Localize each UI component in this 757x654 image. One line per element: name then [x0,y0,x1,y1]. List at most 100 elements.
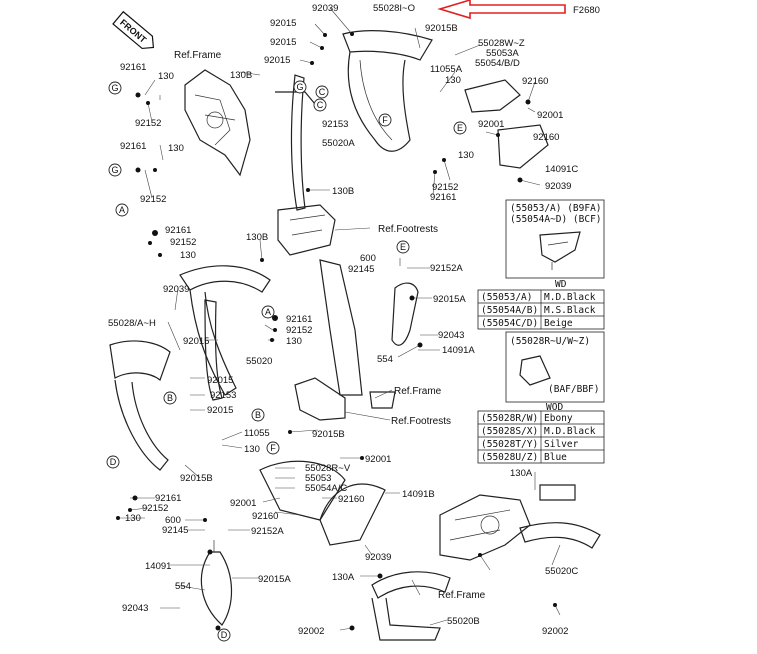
color-table-baf: (55028R~U/W~Z) (BAF/BBF) WOD (55028R/W) … [477,331,605,464]
part-55053: 55053 [305,473,331,484]
part-55028-top: 55028I~O [373,3,415,14]
table1-title: WD [555,279,567,290]
part-92145-l: 92145 [162,525,188,536]
part-92160-m: 92160 [338,494,364,505]
part-130B-1: 130B [230,70,252,81]
callout-b1: B [167,393,173,403]
table2-header: (55028R~U/W~Z) [510,336,590,347]
part-130-l3: 130 [244,444,260,455]
side-cover-right-shape [391,282,419,346]
table1-row2-code: (55054A/B) [481,305,538,316]
part-92015B-m: 92015B [312,429,345,440]
part-14091C: 14091C [545,164,578,175]
callout-c1: C [319,87,326,97]
callout-d2: D [221,630,228,640]
table2-row1-color: Ebony [544,413,573,424]
part-92152-a: 92152 [170,237,196,248]
mount-mid-shape [294,377,396,421]
table1-row3-code: (55054C/D) [481,318,538,329]
table2-row3-color: Silver [544,439,579,450]
front-direction-icon: FRONT [112,10,155,50]
callout-circles: G G G C C F E A E A B B D D F [106,80,467,642]
part-92160-r1: 92160 [522,76,548,87]
callout-g3: G [296,82,303,92]
part-130-l4: 130 [125,513,141,524]
part-130A-r: 130A [510,468,533,479]
table2-title: WOD [546,402,563,413]
ref-frame-bottom: Ref.Frame [438,590,486,601]
part-92161-r: 92161 [430,192,456,203]
part-92015-l2: 92015 [207,375,233,386]
part-55053A: 55053A [486,48,519,59]
part-130-l2: 130 [168,143,184,154]
part-14091B: 14091B [402,489,435,500]
table1-row1-code: (55053/A) [481,292,532,303]
part-92015B-top: 92015B [425,23,458,34]
callout-b2: B [255,410,261,420]
part-55054AC: 55054A/C [305,483,347,494]
frame-bottom-shape [439,494,531,561]
part-92015A-l: 92015A [258,574,291,585]
callout-c2: C [317,100,324,110]
part-55054BD: 55054/B/D [475,58,520,69]
windshield-top-shape [342,30,433,152]
part-130-l1: 130 [158,71,174,82]
part-55020A: 55020A [322,138,355,149]
mount-top-shape [277,204,336,256]
red-arrow-icon [437,0,566,20]
guard-left-shape [109,265,271,471]
part-55020C: 55020C [545,566,578,577]
part-92001-m2: 92001 [230,498,256,509]
part-55020: 55020 [246,356,272,367]
part-130-r2: 130 [458,150,474,161]
part-130-r1: 130 [445,75,461,86]
part-92145-r: 92145 [348,264,374,275]
callout-f1: F [382,115,388,125]
leader-lines [118,7,561,631]
part-130-m: 130 [286,336,302,347]
side-cover-top-shape [464,79,549,169]
callout-d1: D [110,457,117,467]
part-92152A-l: 92152A [251,526,284,537]
part-14091A: 14091A [442,345,475,356]
part-11055: 11055 [244,428,270,439]
part-92001-r2: 92001 [478,119,504,130]
part-92015-2: 92015 [270,37,296,48]
callout-a1: A [119,205,125,215]
callout-g1: G [111,83,118,93]
part-92152-l1: 92152 [135,118,161,129]
part-92015-3: 92015 [264,55,290,66]
part-130B-2: 130B [332,186,354,197]
table1-row3-color: Beige [544,318,573,329]
part-92161-l2: 92161 [120,141,146,152]
ref-frame-top: Ref.Frame [174,50,222,61]
table2-row4-code: (55028U/Z) [481,452,538,463]
callout-e2: E [400,242,406,252]
part-92039-r: 92039 [545,181,571,192]
part-92160-m2: 92160 [252,511,278,522]
part-labels: F2680 92039 55028I~O 92015 92015 92015 9… [108,3,600,637]
side-cover-mid-shape [259,460,386,546]
part-55028AH: 55028/A~H [108,318,156,329]
part-92015B-l: 92015B [180,473,213,484]
part-600-l: 600 [165,515,181,526]
color-table-b9fa: (55053/A) (B9FA) (55054A~D) (BCF) WD (55… [477,199,605,330]
part-92039-top: 92039 [312,3,338,14]
part-92002-r: 92002 [542,626,568,637]
guard-right-shape [371,484,601,641]
part-130-a: 130 [180,250,196,261]
hardware-bolts [116,32,557,631]
table2-row4-color: Blue [544,452,567,463]
ref-footrests-top: Ref.Footrests [378,224,438,235]
part-92152A-r: 92152A [430,263,463,274]
table2-row3-code: (55028T/Y) [481,439,538,450]
table1-row1-color: M.D.Black [544,292,596,303]
table2-note: (BAF/BBF) [548,384,599,395]
part-92002-b: 92002 [298,626,324,637]
part-92160-r2: 92160 [533,132,559,143]
callout-a2: A [265,307,271,317]
table2-row2-color: M.D.Black [544,426,596,437]
part-14091: 14091 [145,561,171,572]
part-92043-l: 92043 [122,603,148,614]
